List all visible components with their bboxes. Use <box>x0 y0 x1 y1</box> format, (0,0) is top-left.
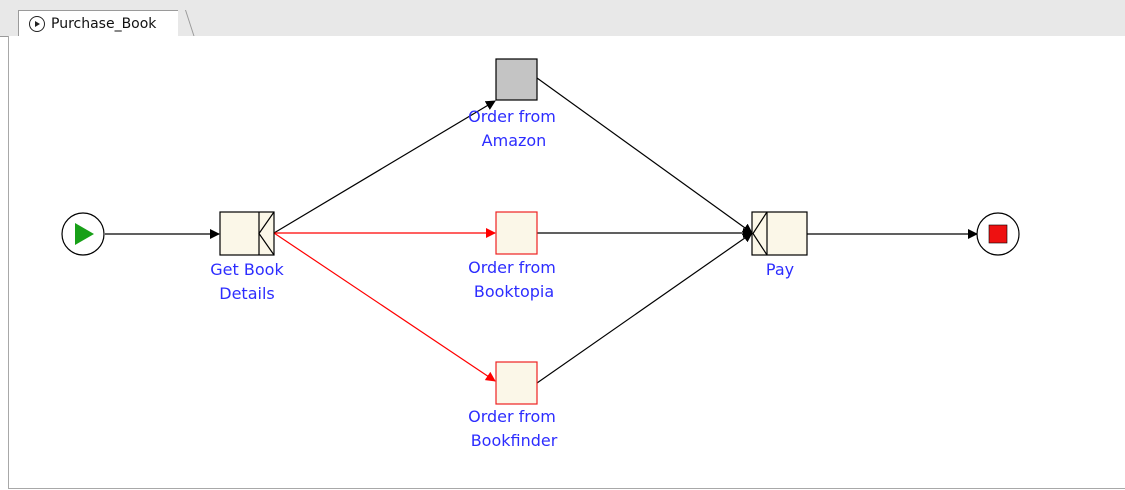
split-decorator-icon <box>258 211 275 256</box>
task-get-book-details-label-line2: Details <box>219 284 274 303</box>
task-order-from-amazon[interactable]: Order from Amazon <box>468 58 556 150</box>
flow-get-book-details-to-order-bookfinder[interactable] <box>273 232 496 382</box>
task-get-book-details-label-line1: Get Book <box>210 260 284 279</box>
start-triangle <box>75 223 94 245</box>
task-order-from-bookfinder-label-line2: Bookfinder <box>471 431 558 450</box>
flow-order-amazon-to-pay[interactable] <box>536 77 753 234</box>
tab-title: Purchase_Book <box>51 16 157 32</box>
task-order-from-booktopia-label-line1: Order from <box>468 258 556 277</box>
task-order-from-bookfinder-label-line1: Order from <box>468 407 556 426</box>
flow-order-bookfinder-to-pay[interactable] <box>536 232 753 384</box>
task-order-from-booktopia-label-line2: Booktopia <box>474 282 554 301</box>
tab-purchase-book[interactable]: Purchase_Book <box>18 10 179 37</box>
join-decorator-icon <box>752 211 768 256</box>
end-square <box>988 224 1008 244</box>
end-event[interactable] <box>976 212 1020 256</box>
task-order-from-amazon-label-line1: Order from <box>468 107 556 126</box>
task-pay-label: Pay <box>766 260 794 279</box>
task-pay[interactable]: Pay <box>751 211 808 279</box>
flow-get-book-details-to-order-amazon[interactable] <box>273 100 496 234</box>
task-get-book-details[interactable]: Get Book Details <box>210 211 284 303</box>
task-order-from-bookfinder[interactable]: Order from Bookfinder <box>468 361 558 450</box>
start-event[interactable] <box>61 212 105 256</box>
play-circle-icon <box>29 16 45 32</box>
process-diagram-canvas: Get Book Details Order from Amazon Order… <box>8 36 1125 489</box>
process-diagram: Get Book Details Order from Amazon Order… <box>61 58 1020 450</box>
tab-bar: Purchase_Book <box>0 0 1125 37</box>
task-order-from-booktopia[interactable]: Order from Booktopia <box>468 211 556 301</box>
task-order-from-amazon-label-line2: Amazon <box>482 131 547 150</box>
